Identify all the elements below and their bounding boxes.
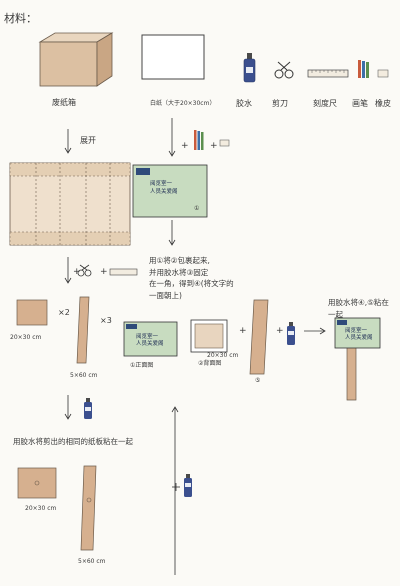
connector-line	[171, 406, 179, 575]
arrow-cut	[64, 257, 72, 284]
final-sign-line1: 阅览室一	[345, 328, 368, 334]
wrap-instruction: 用①将②包裹起来, 并用胶水将③固定 在一角，得到④(将文字的 一面朝上)	[149, 256, 234, 300]
cut-stick-illustration	[76, 296, 90, 364]
cardboard-box-illustration	[38, 32, 114, 87]
scissors-label: 剪刀	[272, 99, 288, 108]
final-sign-line2: 人员关爱阁	[345, 335, 373, 341]
unfolded-box-net	[9, 162, 131, 246]
front-sign-line1: 阅览室一	[136, 334, 159, 340]
final-sign-illustration	[334, 317, 381, 401]
sign-paper-illustration	[132, 164, 208, 218]
arrow-paper-to-sign	[168, 118, 176, 157]
plus-sign-6: +	[276, 326, 284, 336]
glue-label: 胶水	[236, 99, 252, 108]
box-label: 废纸箱	[52, 98, 76, 107]
plus-sign-2: +	[210, 141, 218, 151]
pencil-icon	[358, 60, 369, 78]
arrow-glue-pieces	[64, 395, 72, 420]
glued-board-illustration	[17, 467, 57, 499]
ruler-label: 刻度尺	[313, 99, 337, 108]
cut-board-illustration	[16, 299, 48, 326]
arrow-sign-to-note	[168, 220, 176, 246]
board-multiplier: ×2	[58, 308, 70, 317]
glue-pieces-instruction: 用胶水将剪出的相同的纸板粘在一起	[13, 437, 133, 446]
sign-text-line2: 人员关爱阁	[150, 189, 178, 195]
stick-dim: 5×60 cm	[70, 372, 98, 379]
board2-dim: 20×30 cm	[25, 505, 57, 512]
arrow-unfold	[64, 129, 72, 154]
arrow-to-final	[304, 327, 326, 335]
front-caption: ①正面图	[130, 362, 154, 369]
front-sign-line2: 人员关爱阁	[136, 341, 164, 347]
scissors-icon	[274, 61, 294, 79]
pencil-label: 画笔	[352, 99, 368, 108]
plus-sign-5: +	[239, 326, 247, 336]
paper-label: 白纸（大于20×30cm）	[150, 100, 216, 107]
final-instruction: 用胶水将④,⑤粘在 一起	[328, 298, 389, 319]
eraser-label: 橡皮	[375, 99, 391, 108]
board-dim: 20×30 cm	[10, 334, 42, 341]
plus-sign-4: +	[100, 267, 108, 277]
plus-sign-1: +	[181, 141, 189, 151]
eraser-icon	[377, 69, 389, 78]
scissors-small-icon	[77, 264, 92, 277]
frame-dim: 20×30 cm	[207, 352, 239, 359]
glue-bottle-icon	[243, 53, 256, 83]
ruler-icon	[307, 69, 349, 78]
glue-bottle-lower-icon	[84, 398, 92, 419]
sign-front-illustration	[123, 321, 178, 357]
stick-five-illustration	[249, 299, 269, 375]
unfold-label: 展开	[80, 136, 96, 145]
materials-heading: 材料：	[4, 12, 37, 25]
ruler-small-icon	[109, 268, 138, 276]
glue-bottle-small-icon	[287, 322, 295, 345]
marker-stick: ⑤	[255, 377, 261, 384]
stick-multiplier: ×3	[100, 316, 112, 325]
marker-sign-top: ①	[194, 205, 200, 212]
plus-sign-3: +	[73, 267, 81, 277]
sign-back-illustration	[190, 319, 228, 353]
stick2-dim: 5×60 cm	[78, 558, 106, 565]
back-caption: ②背面图	[198, 360, 222, 367]
glued-stick-illustration	[80, 465, 97, 551]
blank-paper-illustration	[141, 34, 205, 80]
glue-bottle-bottom-icon	[184, 474, 192, 497]
sign-text-line1: 阅览室一	[150, 181, 173, 187]
pencils-and-eraser-small-icon	[194, 130, 230, 150]
